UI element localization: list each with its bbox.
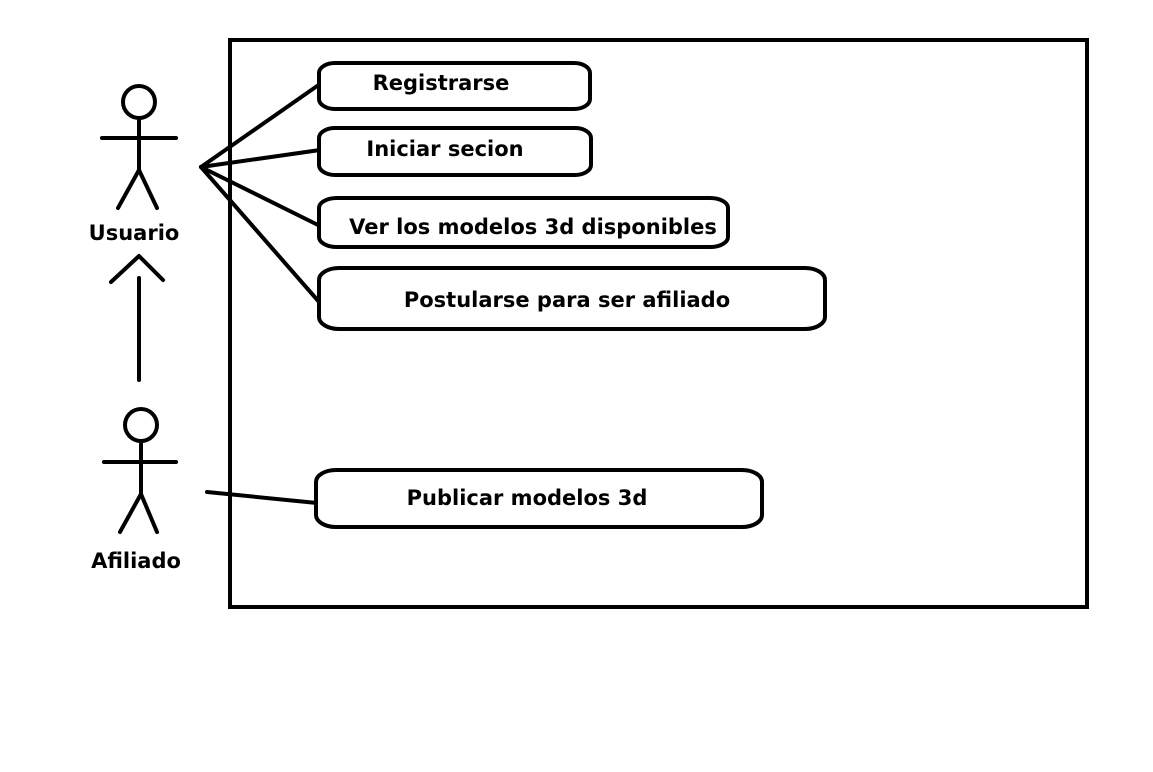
generalization-arrow bbox=[109, 254, 165, 382]
use-case-publicar-modelos: Publicar modelos 3d bbox=[314, 468, 764, 529]
usuario-associations bbox=[199, 82, 322, 305]
use-case-label-ver-modelos: Ver los modelos 3d disponibles bbox=[349, 215, 717, 239]
actor-usuario: Usuario bbox=[89, 84, 180, 245]
use-case-label-registrarse: Registrarse bbox=[373, 71, 510, 95]
system-boundary bbox=[228, 38, 1089, 609]
actor-afiliado: Afiliado bbox=[91, 407, 181, 573]
use-case-label-publicar-modelos: Publicar modelos 3d bbox=[407, 486, 648, 510]
use-case-postularse: Postularse para ser afiliado bbox=[317, 266, 827, 331]
use-case-registrarse: Registrarse bbox=[317, 61, 592, 111]
association-line-publicar-modelos bbox=[205, 490, 319, 505]
association-line-postularse bbox=[199, 165, 322, 305]
association-line-ver-modelos bbox=[199, 165, 322, 228]
actor-head bbox=[121, 84, 157, 120]
association-line-iniciar-secion bbox=[199, 148, 322, 169]
actor-label-usuario: Usuario bbox=[89, 221, 180, 245]
association-line-registrarse bbox=[199, 82, 322, 169]
use-case-iniciar-secion: Iniciar secion bbox=[317, 126, 593, 177]
use-case-label-postularse: Postularse para ser afiliado bbox=[404, 288, 730, 312]
use-case-ver-modelos: Ver los modelos 3d disponibles bbox=[317, 196, 730, 249]
actor-head bbox=[123, 407, 159, 443]
actor-label-afiliado: Afiliado bbox=[91, 549, 181, 573]
use-case-label-iniciar-secion: Iniciar secion bbox=[366, 137, 523, 161]
